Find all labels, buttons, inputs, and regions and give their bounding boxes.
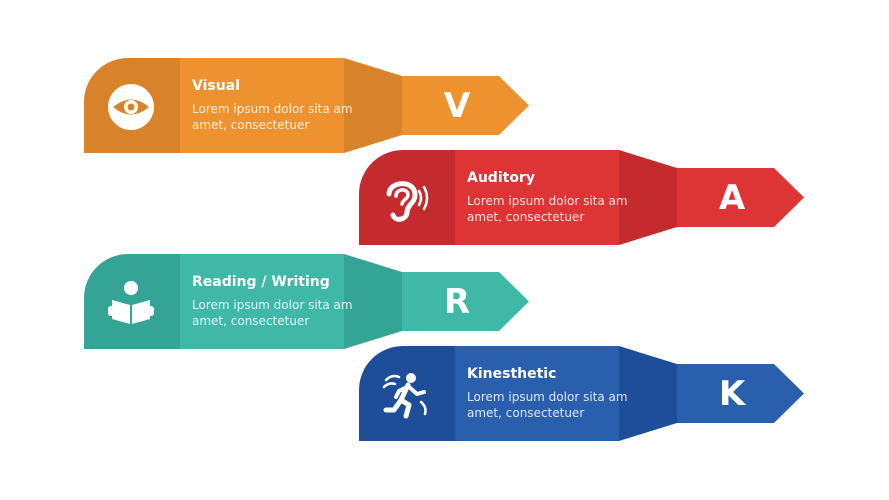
row-kinesthetic: Kinesthetic Lorem ipsum dolor sita am am… (359, 346, 806, 443)
row-visual-description: Lorem ipsum dolor sita am amet, consecte… (192, 102, 353, 132)
row-auditory: Auditory Lorem ipsum dolor sita am amet,… (359, 150, 806, 247)
row-reading-writing-shape (84, 254, 529, 349)
row-auditory-letter: A (718, 178, 746, 218)
row-reading-writing-letter: R (443, 282, 471, 322)
row-kinesthetic-title: Kinesthetic (467, 366, 557, 382)
row-visual-title: Visual (192, 78, 240, 94)
row-auditory-title: Auditory (467, 170, 535, 186)
row-reading-writing-description: Lorem ipsum dolor sita am amet, consecte… (192, 298, 353, 328)
eye-icon (106, 82, 156, 132)
reading-person-icon (106, 278, 156, 328)
row-reading-writing-title: Reading / Writing (192, 274, 330, 290)
row-visual-shape (84, 58, 529, 153)
row-visual: Visual Lorem ipsum dolor sita am amet, c… (84, 58, 531, 155)
running-person-icon (381, 370, 431, 420)
row-reading-writing: Reading / Writing Lorem ipsum dolor sita… (84, 254, 531, 351)
row-auditory-shape (359, 150, 804, 245)
row-visual-letter: V (443, 86, 471, 126)
row-kinesthetic-letter: K (718, 374, 746, 414)
ear-icon (381, 174, 431, 224)
row-kinesthetic-description: Lorem ipsum dolor sita am amet, consecte… (467, 390, 628, 420)
row-auditory-description: Lorem ipsum dolor sita am amet, consecte… (467, 194, 628, 224)
row-kinesthetic-shape (359, 346, 804, 441)
